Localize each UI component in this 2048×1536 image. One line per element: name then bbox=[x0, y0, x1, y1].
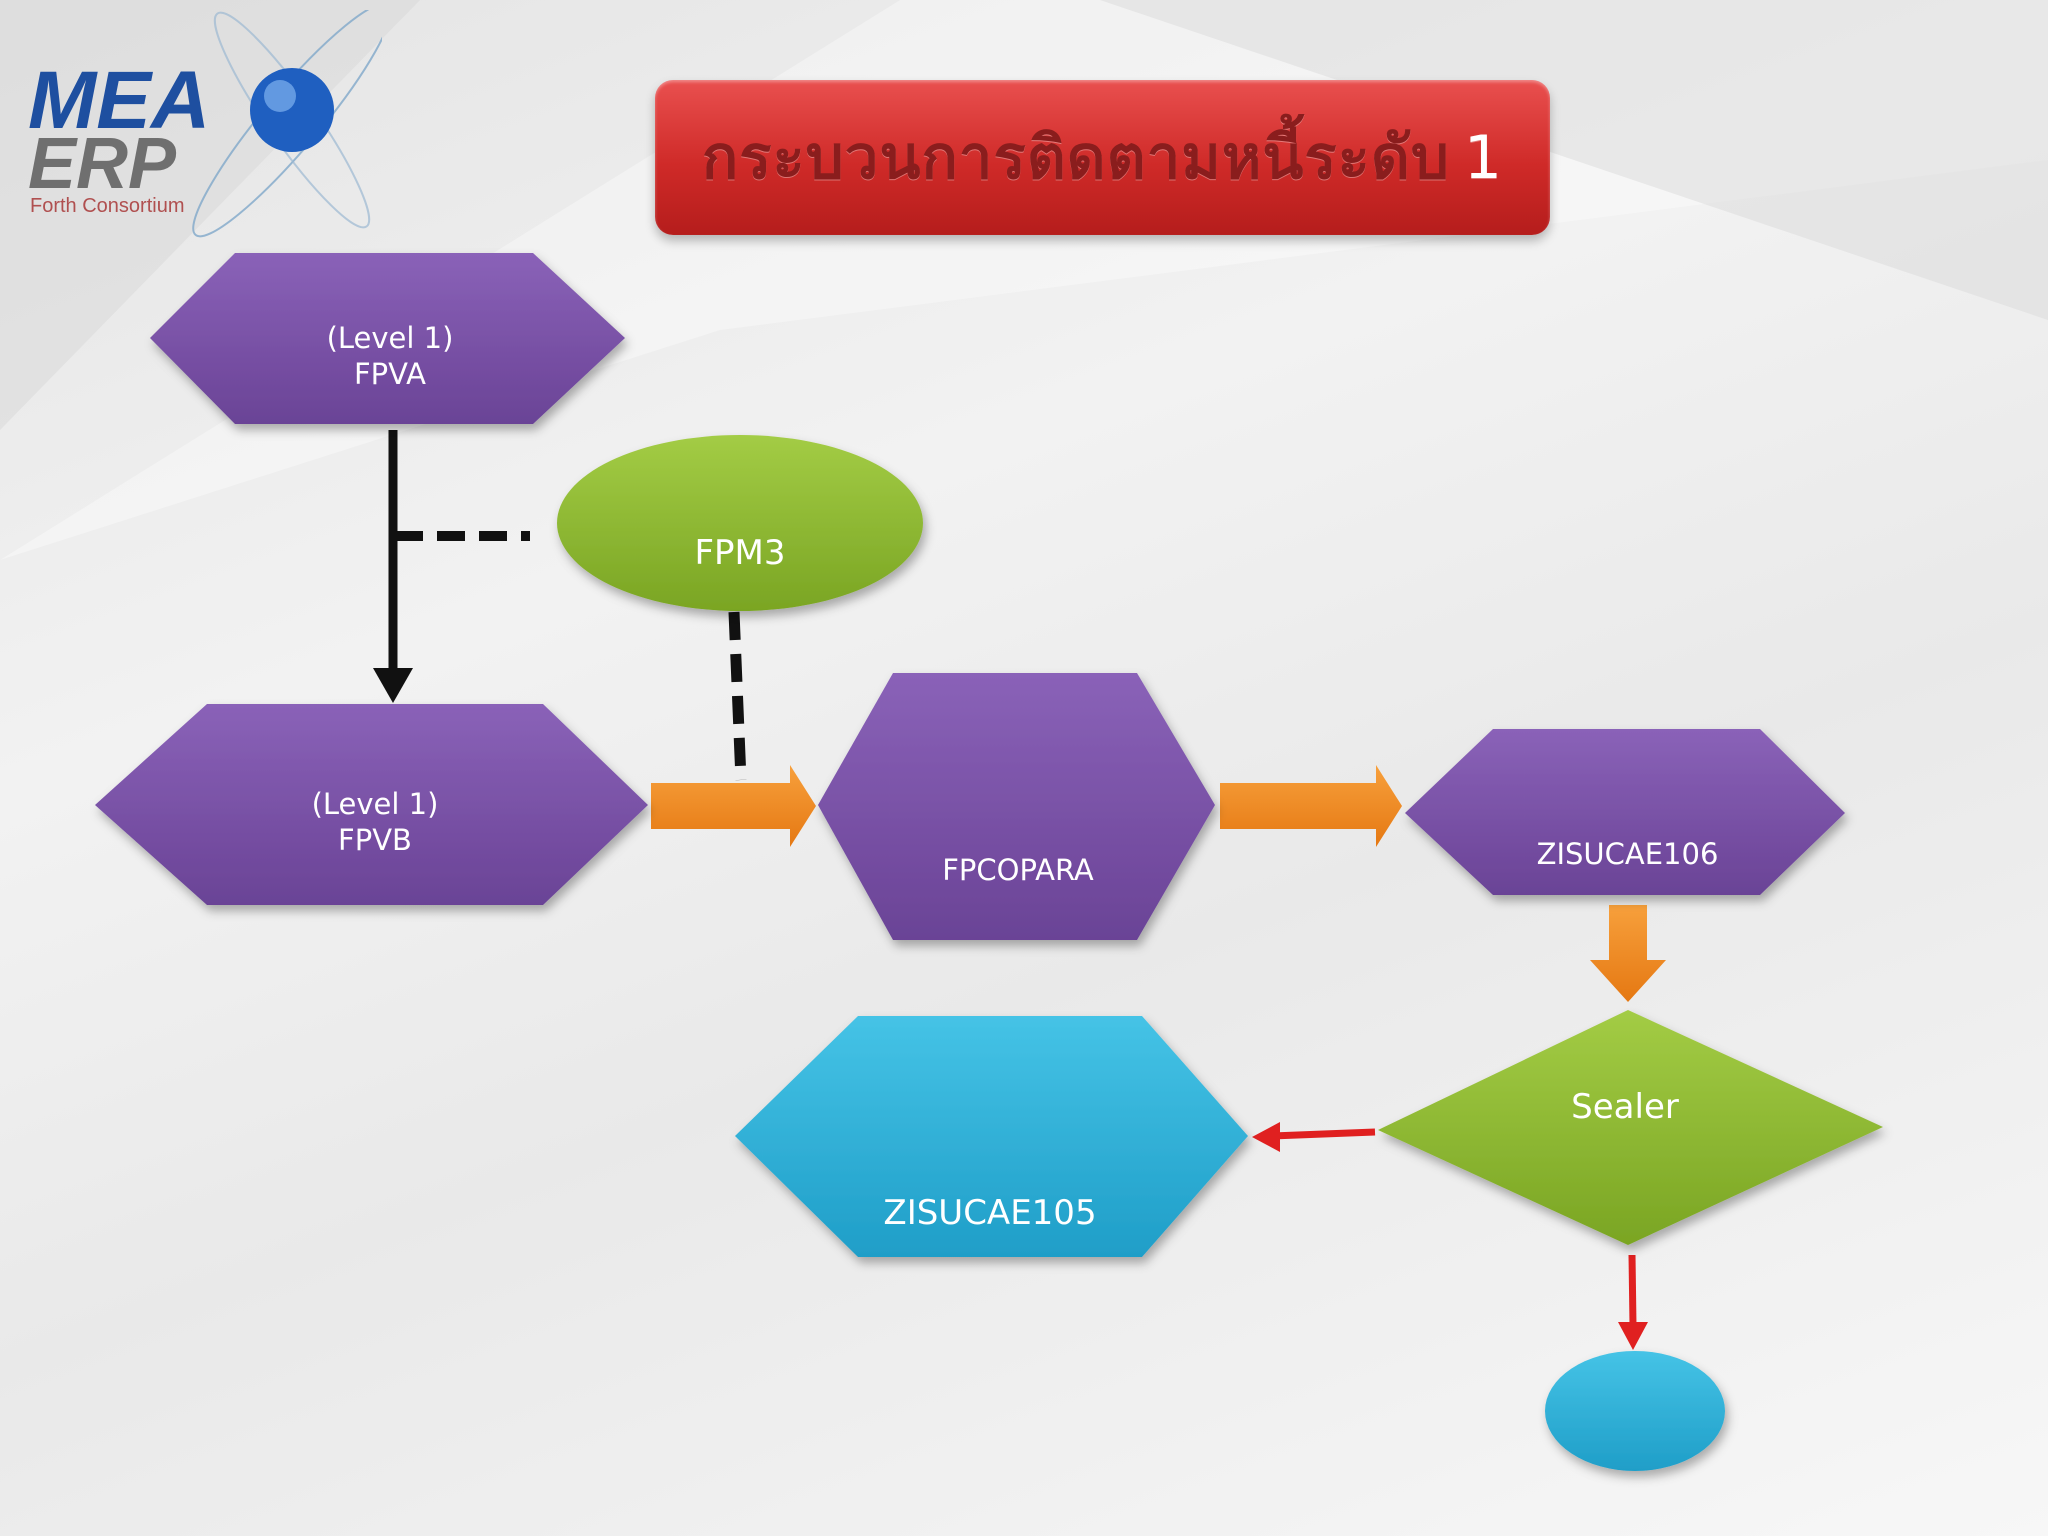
label-zisucae105: ZISUCAE105 bbox=[883, 1193, 1097, 1233]
arrowhead-fpvb bbox=[373, 668, 413, 703]
svg-text:ERP: ERP bbox=[28, 124, 177, 204]
label-fpm3: FPM3 bbox=[694, 533, 786, 573]
title-text: กระบวนการติดตามหนี้ระดับ bbox=[701, 123, 1450, 193]
red-arrowhead-zisucae105 bbox=[1252, 1122, 1280, 1152]
label-fpvb-line1: (Level 1) bbox=[311, 787, 439, 821]
label-fpva-line1: (Level 1) bbox=[326, 321, 454, 355]
label-zisucae106: ZISUCAE106 bbox=[1536, 837, 1719, 871]
mea-erp-logo: MEA ERP Forth Consortium bbox=[22, 2, 392, 240]
label-fpvb: (Level 1) FPVB bbox=[285, 786, 465, 858]
orange-arrow-zisucae106-sealer bbox=[1590, 905, 1666, 1002]
red-arrow-sealer-terminal bbox=[1628, 1254, 1637, 1326]
svg-text:Forth Consortium: Forth Consortium bbox=[30, 195, 185, 217]
node-sealer bbox=[1378, 1010, 1883, 1245]
node-fpcopara bbox=[818, 673, 1215, 940]
orange-arrow-fpvb-fpcopara bbox=[651, 765, 816, 847]
node-fpvb bbox=[95, 704, 648, 905]
node-terminal bbox=[1545, 1351, 1725, 1471]
red-arrow-sealer-zisucae105 bbox=[1271, 1128, 1376, 1140]
label-fpva-line2: FPVA bbox=[354, 357, 426, 391]
label-sealer: Sealer bbox=[1571, 1087, 1679, 1127]
red-arrowhead-terminal bbox=[1618, 1322, 1648, 1350]
dashed-connector-fpm3-fpcopara bbox=[728, 611, 747, 781]
node-zisucae105 bbox=[735, 1016, 1248, 1257]
svg-text:MEA: MEA bbox=[28, 55, 210, 146]
node-zisucae106 bbox=[1405, 729, 1845, 895]
title-number: 1 bbox=[1463, 123, 1504, 193]
label-fpva: (Level 1) FPVA bbox=[300, 320, 480, 392]
label-fpcopara: FPCOPARA bbox=[942, 853, 1094, 887]
label-fpvb-line2: FPVB bbox=[338, 823, 412, 857]
node-fpm3 bbox=[557, 435, 923, 611]
orange-arrow-fpcopara-zisucae106 bbox=[1220, 765, 1402, 847]
node-fpva bbox=[150, 253, 625, 424]
